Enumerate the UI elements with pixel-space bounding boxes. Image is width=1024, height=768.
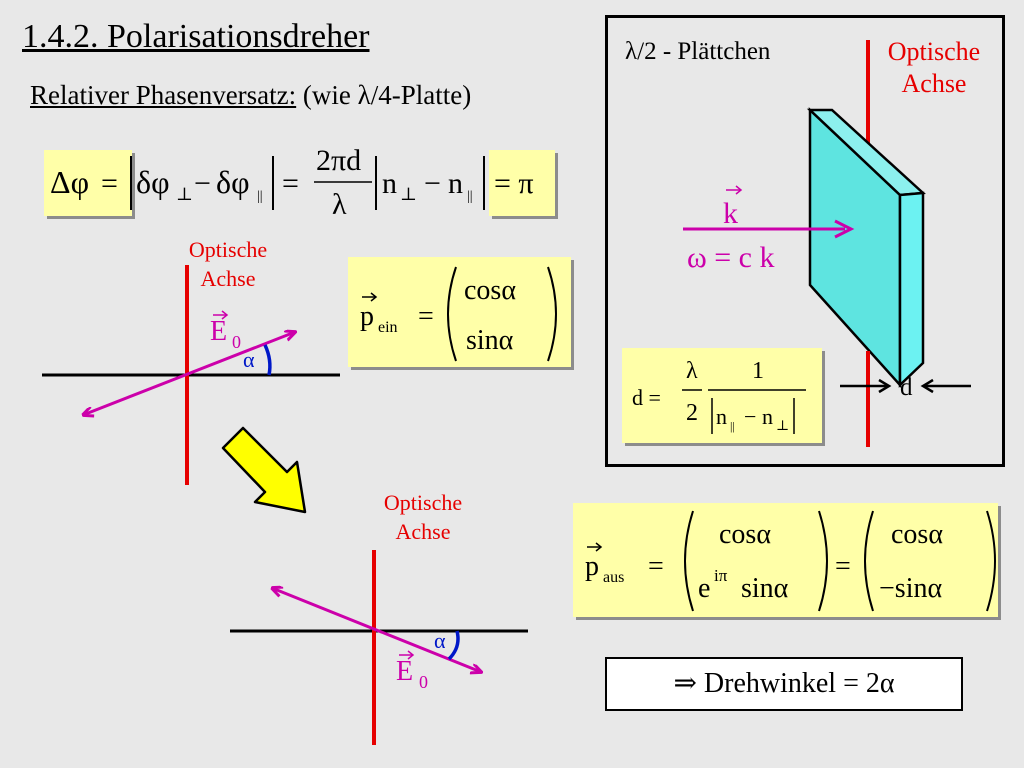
- p-aus-row2: sinα: [741, 573, 789, 604]
- d-formula-box: [622, 348, 822, 443]
- d-frac2-num: 1: [752, 358, 764, 384]
- p-ein-row1: cosα: [464, 275, 516, 306]
- d-n-par: n: [716, 404, 727, 429]
- n-perp: n: [382, 167, 397, 200]
- minus-2: −: [424, 167, 441, 200]
- d-n-perp: n: [762, 404, 773, 429]
- p-aus-row1: cosα: [719, 519, 771, 550]
- n-par-subscript: ||: [467, 189, 473, 204]
- n-perp-subscript: ⊥: [400, 184, 417, 204]
- minus-1: −: [194, 167, 211, 200]
- result-pi: = π: [494, 167, 534, 200]
- e0-label: E: [210, 316, 227, 347]
- dphi-perp: δφ: [136, 164, 170, 200]
- omega-equation: ω = c k: [687, 241, 774, 274]
- angle-label: α: [243, 347, 255, 372]
- phase-equation: Δφ = δφ ⊥ − δφ || = 2πd λ n ⊥ − n || = π: [50, 144, 534, 221]
- e0-subscript: 0: [232, 332, 241, 352]
- p-ein-row2: sinα: [466, 325, 514, 356]
- p-aus-symbol: p: [585, 551, 599, 582]
- p-aus-exponent: iπ: [714, 566, 728, 585]
- angle-arc: [263, 344, 272, 376]
- frac-numerator: 2πd: [316, 144, 361, 177]
- plate-label: λ/2 - Plättchen: [625, 38, 771, 65]
- k-label: k: [723, 197, 738, 230]
- dphi-par: δφ: [216, 164, 250, 200]
- equals-1: =: [101, 167, 118, 200]
- p-ein-box: [348, 257, 571, 367]
- e0-label-2: E: [396, 656, 413, 687]
- p-aus-subscript: aus: [603, 569, 624, 586]
- d-n-par-sub: ||: [730, 419, 735, 433]
- slide-title: 1.4.2. Polarisationsdreher: [22, 18, 370, 55]
- n-par: n: [448, 167, 463, 200]
- p-aus-equals-1: =: [648, 551, 664, 582]
- output-polarization-diagram: α E 0: [230, 550, 528, 745]
- delta-phi-box: [44, 150, 132, 216]
- d-label: d: [900, 374, 913, 401]
- par-subscript: ||: [257, 189, 263, 204]
- p-ein-formula: p ein = cosα sinα: [360, 266, 557, 362]
- p-ein-symbol: p: [360, 301, 374, 332]
- p-aus-result-row1: cosα: [891, 519, 943, 550]
- p-aus-result-row2: −sinα: [879, 573, 942, 604]
- transition-arrow-icon: [221, 426, 307, 514]
- optic-axis-label-2: Optische Achse: [383, 490, 463, 544]
- d-frac1-num: λ: [686, 358, 698, 384]
- subtitle-underlined: Relativer Phasenversatz:: [30, 80, 297, 110]
- angle-label-2: α: [434, 628, 446, 653]
- p-aus-equals-2: =: [835, 551, 851, 582]
- d-formula-lhs: d =: [632, 385, 661, 410]
- d-formula: d = λ 2 1 n || − n ⊥: [632, 358, 806, 434]
- perp-subscript: ⊥: [176, 184, 193, 204]
- p-aus-box: [573, 503, 998, 617]
- d-minus: −: [744, 404, 756, 429]
- crystal-side-face: [898, 191, 925, 388]
- equals-2: =: [282, 167, 299, 200]
- lhs-delta-phi: Δφ: [50, 164, 89, 200]
- frac-denominator: λ: [332, 188, 347, 221]
- optic-axis-label-1: Optische Achse: [188, 237, 268, 291]
- plate-diagram: k ω = c k d: [683, 40, 971, 447]
- e0-subscript-2: 0: [419, 672, 428, 692]
- result-pi-box: [489, 150, 555, 216]
- optic-axis-label-panel: Optische Achse: [887, 37, 981, 98]
- subtitle: Relativer Phasenversatz: (wie λ/4-Platte…: [30, 80, 471, 111]
- p-aus-exp-base: e: [698, 573, 710, 604]
- e-field-arrow: [83, 332, 295, 415]
- subtitle-rest: (wie λ/4-Platte): [302, 80, 472, 110]
- d-frac1-den: 2: [686, 400, 698, 426]
- p-ein-subscript: ein: [378, 319, 398, 336]
- p-aus-formula: p aus = cosα e iπ sinα = cosα −sinα: [585, 510, 996, 612]
- input-polarization-diagram: α E 0: [42, 265, 340, 485]
- e-field-arrow-2: [272, 588, 481, 672]
- angle-arc-2: [447, 630, 460, 661]
- rotation-angle-result: ⇒ Drehwinkel = 2α: [605, 657, 963, 711]
- d-n-perp-sub: ⊥: [776, 419, 789, 434]
- p-ein-equals: =: [418, 301, 434, 332]
